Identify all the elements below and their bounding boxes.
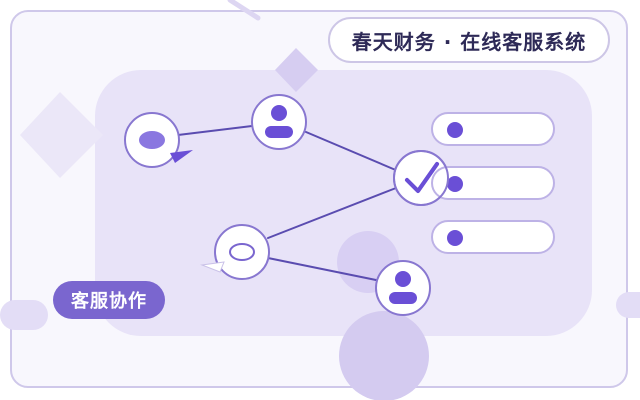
decorative-diamond-left xyxy=(20,92,103,178)
connector-lines xyxy=(177,125,399,281)
bullet-dot-icon xyxy=(447,230,463,246)
chat-bubble-icon xyxy=(139,131,165,149)
user-avatar-icon xyxy=(265,105,293,138)
background-panel xyxy=(95,70,592,336)
decorative-pill-right xyxy=(616,292,640,318)
connector-agent-check xyxy=(305,131,399,172)
chat-bubble-node-lower xyxy=(200,224,270,280)
decorative-diamond-small xyxy=(275,48,318,92)
list-item xyxy=(431,166,555,200)
page-title: 春天财务 · 在线客服系统 xyxy=(328,17,610,63)
chat-bubble-outline-icon xyxy=(229,243,255,261)
chat-bubble-node xyxy=(124,112,193,168)
bullet-dot-icon xyxy=(447,122,463,138)
collaboration-tag: 客服协作 xyxy=(53,281,165,319)
decorative-stroke xyxy=(227,0,261,21)
list-item xyxy=(431,112,555,146)
agent-node-bottom xyxy=(375,260,431,316)
decorative-circle-bottom xyxy=(339,311,429,400)
decorative-pill-left xyxy=(0,300,48,330)
connector-chat2-agent2 xyxy=(267,257,377,281)
connector-chat2-check xyxy=(267,187,397,239)
bullet-dot-icon xyxy=(447,176,463,192)
chat-bubble-tail xyxy=(170,150,193,163)
connector-chat-agent xyxy=(177,125,253,136)
agent-node-top xyxy=(251,94,307,150)
chat-bubble-tail-lower xyxy=(200,261,225,273)
user-avatar-icon xyxy=(389,271,417,304)
list-item xyxy=(431,220,555,254)
